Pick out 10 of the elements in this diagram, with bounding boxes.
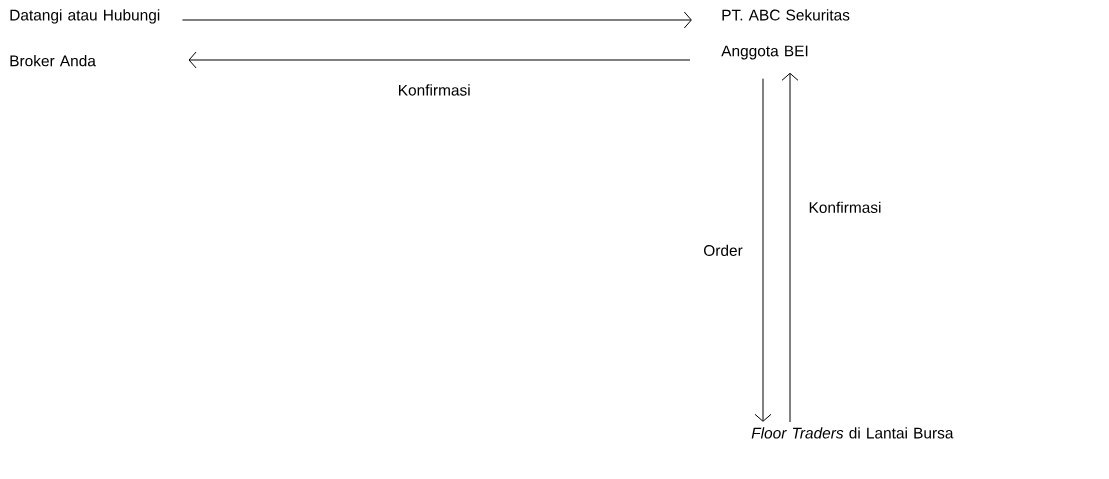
arrow — [181, 11, 692, 29]
edge-label: Order — [702, 243, 744, 257]
text-label: PT. ABC Sekuritas Anggota BEI — [721, 9, 850, 60]
text-label: Datangi atau Hubungi Broker Anda — [10, 9, 160, 67]
arrow — [188, 51, 691, 69]
edge-label: Konfirmasi — [396, 83, 472, 97]
edge-label: Konfirmasi — [807, 200, 883, 214]
text-label: Floor Traders di Lantai Bursa — [751, 427, 954, 439]
arrow — [781, 72, 799, 423]
arrow — [754, 78, 772, 422]
